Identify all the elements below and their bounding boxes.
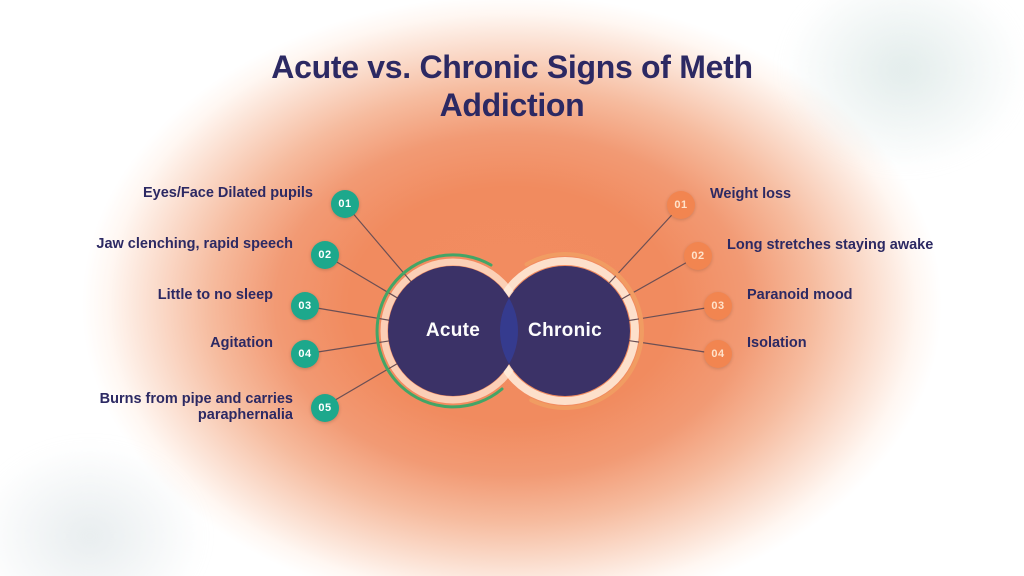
right-item-1-label: Weight loss [710, 186, 792, 203]
venn-overlap-lens [499, 298, 518, 364]
left-item-2-badge: 02 [311, 241, 339, 269]
right-item-3: 03 Paranoid mood [704, 288, 853, 320]
left-item-1-badge: 01 [331, 190, 359, 218]
left-item-5-label: Burns from pipe and carries paraphernali… [99, 391, 293, 423]
title-line-2: Addiction [439, 87, 585, 124]
right-item-2-badge: 02 [684, 242, 712, 270]
acute-circle-label: Acute [425, 320, 481, 341]
chronic-circle [500, 266, 630, 396]
right-item-4-label: Isolation [747, 335, 807, 352]
left-item-4-label: Agitation [210, 335, 273, 352]
right-item-3-label: Paranoid mood [747, 287, 853, 304]
right-item-4: 04 Isolation [704, 336, 807, 368]
right-item-1: 01 Weight loss [667, 187, 791, 219]
left-item-2-label: Jaw clenching, rapid speech [96, 236, 293, 253]
left-item-5: Burns from pipe and carries paraphernali… [75, 391, 339, 423]
left-item-2: Jaw clenching, rapid speech 02 [96, 237, 339, 269]
page-title: Acute vs. Chronic Signs of Meth Addictio… [0, 48, 1024, 124]
left-item-3-label: Little to no sleep [157, 287, 273, 304]
right-item-2: 02 Long stretches staying awake [684, 238, 933, 270]
left-item-1-label: Eyes/Face Dilated pupils [142, 185, 313, 202]
left-item-3: Little to no sleep 03 [158, 288, 319, 320]
chronic-circle-label: Chronic [528, 320, 602, 341]
right-item-2-label: Long stretches staying awake [727, 237, 934, 254]
left-item-4-badge: 04 [291, 340, 319, 368]
right-item-4-badge: 04 [704, 340, 732, 368]
acute-circle [388, 266, 518, 396]
acute-green-arc [375, 253, 504, 409]
title-line-1: Acute vs. Chronic Signs of Meth [271, 49, 753, 85]
left-item-4: Agitation 04 [210, 336, 319, 368]
left-item-1: Eyes/Face Dilated pupils 01 [143, 186, 359, 218]
left-item-5-badge: 05 [311, 393, 339, 422]
right-item-1-badge: 01 [667, 191, 695, 219]
chronic-orange-arc [524, 252, 644, 410]
right-item-3-badge: 03 [704, 292, 732, 320]
left-item-3-badge: 03 [291, 292, 319, 320]
